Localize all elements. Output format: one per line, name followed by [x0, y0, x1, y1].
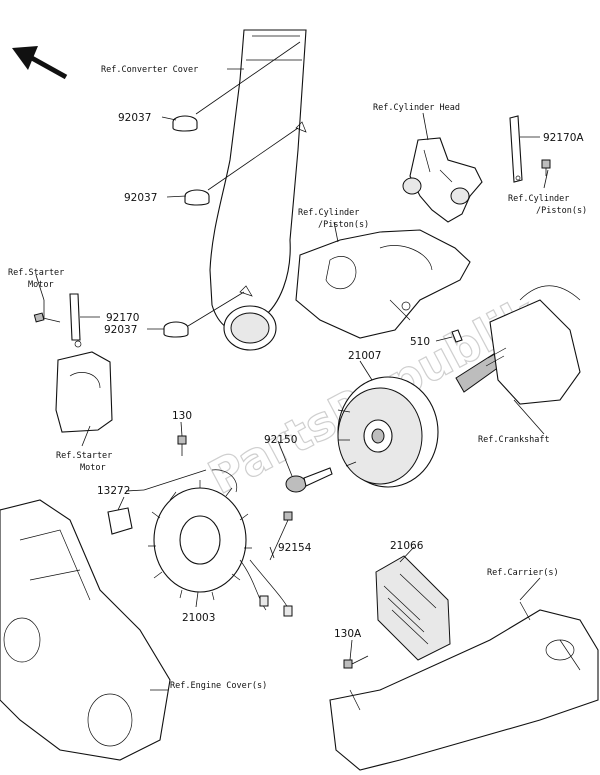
bolt-130A [343, 655, 369, 669]
ref-starter-motor-bottom-line1: Ref.Starter [56, 451, 112, 461]
clamp-92037-c [163, 321, 189, 338]
label-510: 510 [410, 336, 430, 348]
bolt-small-right [541, 159, 551, 176]
label-21003: 21003 [182, 612, 215, 624]
bracket-92170A [509, 115, 523, 183]
carrier-frame-part [329, 601, 599, 771]
ref-converter-cover: Ref.Converter Cover [101, 65, 198, 75]
label-21007: 21007 [348, 350, 381, 362]
starter-motor-part [55, 340, 113, 433]
label-92170A: 92170A [543, 132, 584, 144]
label-130A: 130A [334, 628, 362, 640]
label-92150: 92150 [264, 434, 297, 446]
part-number-labels: 92037 92037 92037 92170 92170A 510 21007… [97, 112, 584, 640]
label-92154: 92154 [278, 542, 312, 554]
bracket-92170 [69, 293, 81, 341]
ref-engine-covers: Ref.Engine Cover(s) [170, 681, 267, 691]
plate-13272 [107, 507, 133, 535]
bolt-92150 [285, 467, 333, 493]
ref-crankshaft: Ref.Crankshaft [478, 435, 550, 445]
regulator-21066 [375, 555, 451, 661]
crankshaft-part [455, 285, 581, 405]
label-92037-c: 92037 [104, 324, 137, 336]
bolt-130 [177, 435, 187, 456]
starter-bolt [33, 312, 61, 323]
label-21066: 21066 [390, 540, 424, 552]
rotor-21007 [337, 376, 439, 488]
ref-cylinder-piston-top-line2: /Piston(s) [318, 220, 369, 230]
ref-cylinder-head: Ref.Cylinder Head [373, 103, 460, 113]
key-510 [451, 329, 463, 343]
cylinder-head-part [402, 137, 483, 223]
ref-cylinder-piston-right-line1: Ref.Cylinder [508, 194, 569, 204]
ref-starter-motor-top-line2: Motor [28, 280, 54, 290]
front-direction-arrow-icon [12, 46, 68, 80]
clamp-92037-b [184, 189, 210, 206]
reference-labels: Ref.Converter Cover Ref.Cylinder Head Re… [8, 65, 587, 691]
leader-lines [35, 41, 549, 691]
engine-cover-part [0, 499, 171, 761]
ref-cylinder-piston-right-line2: /Piston(s) [536, 206, 587, 216]
label-92037-b: 92037 [124, 192, 157, 204]
converter-cover-duct [209, 29, 307, 351]
bolt-92154 [269, 511, 293, 561]
label-13272: 13272 [97, 485, 130, 497]
cylinder-housing-part [295, 229, 471, 339]
label-92037-a: 92037 [118, 112, 151, 124]
stator-21003 [148, 469, 293, 617]
clamp-92037-a [172, 115, 198, 132]
ref-starter-motor-bottom-line2: Motor [80, 463, 106, 473]
ref-cylinder-piston-top-line1: Ref.Cylinder [298, 208, 359, 218]
ref-starter-motor-top-line1: Ref.Starter [8, 268, 64, 278]
label-130: 130 [172, 410, 192, 422]
ref-carriers: Ref.Carrier(s) [487, 568, 559, 578]
label-92170: 92170 [106, 312, 139, 324]
